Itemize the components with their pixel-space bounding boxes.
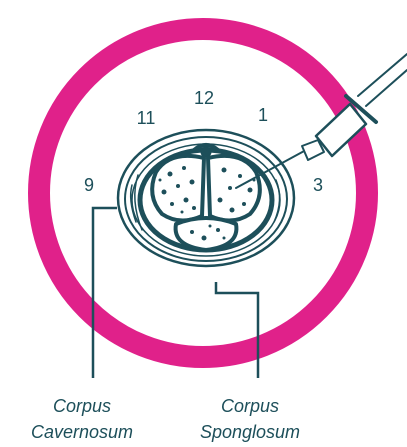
spongiosum-label-line1: Corpus [221,396,279,416]
clock-number-12: 12 [194,88,214,108]
spongiosum-label-line2: Sponglosum [200,422,300,442]
pink-ring [28,18,378,368]
clock-number-11: 11 [137,108,156,128]
clock-number-3: 3 [313,175,323,195]
cavernosum-label-line1: Corpus [53,396,111,416]
penile-cross-section-icon [116,128,296,268]
clock-number-1: 1 [258,105,268,125]
clock-number-9: 9 [84,175,94,195]
syringe-icon [235,53,407,189]
spongiosum-leader-line [214,282,260,378]
cavernosum-leader-line [91,206,117,378]
cavernosum-label-line2: Cavernosum [31,422,133,442]
